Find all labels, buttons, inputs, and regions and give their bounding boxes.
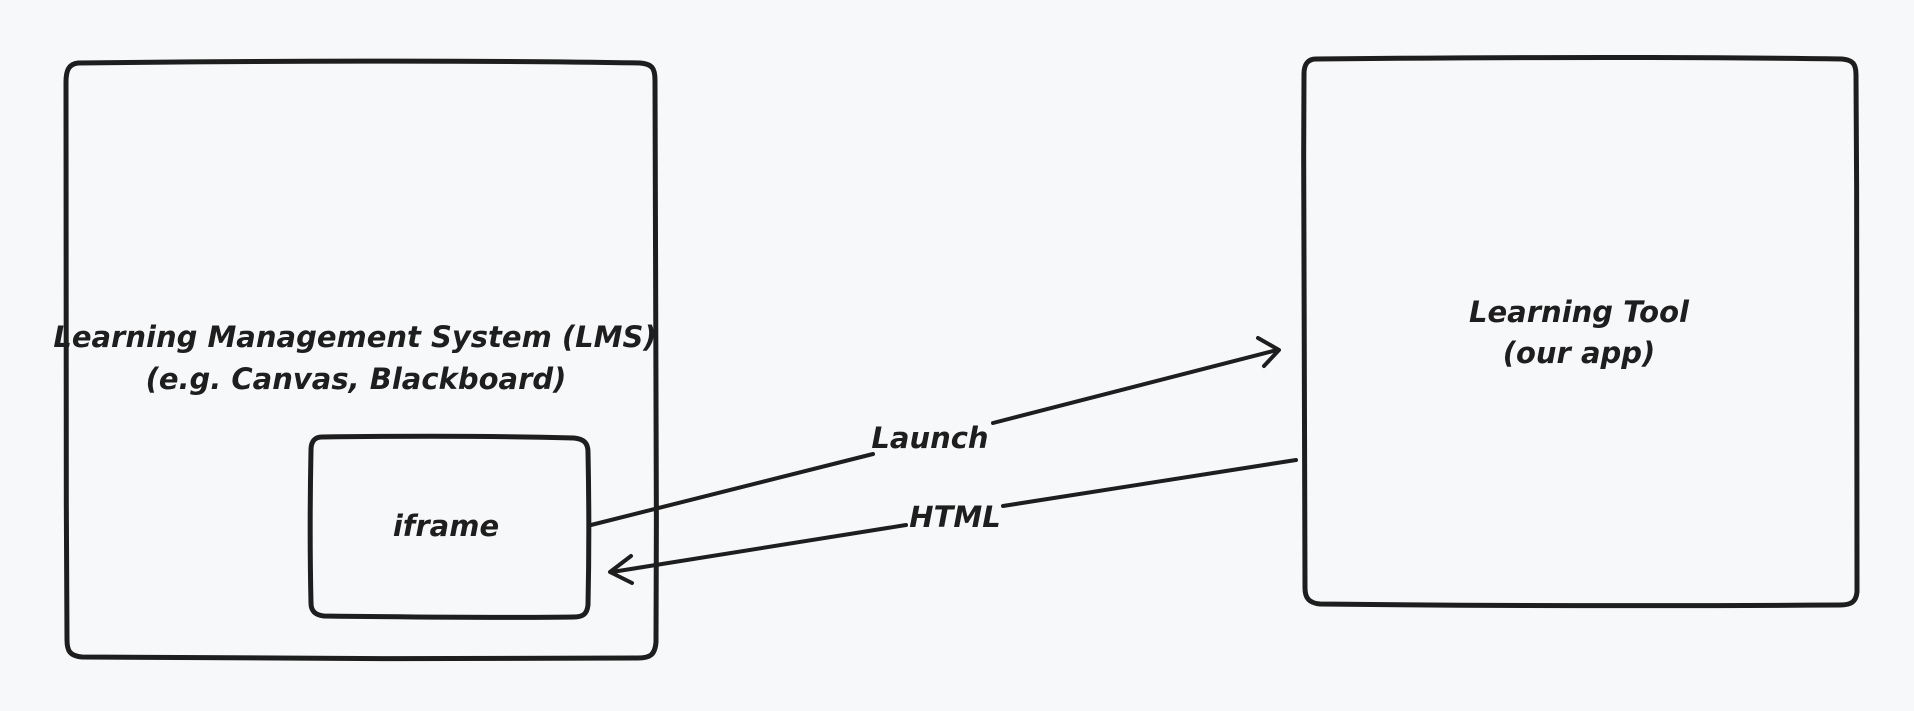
learning-tool-node: Learning Tool (our app) (1301, 55, 1860, 609)
lms-label-line1: Learning Management System (LMS) (53, 320, 656, 354)
learning-tool-box (1301, 55, 1860, 609)
launch-arrow-line-segment-1 (589, 452, 875, 527)
iframe-box (307, 433, 592, 620)
lms-label-line2: (e.g. Canvas, Blackboard) (146, 362, 567, 396)
launch-arrow-label: Launch (871, 421, 988, 455)
html-arrow-line-segment-1 (1001, 458, 1298, 508)
learning-tool-label-line1: Learning Tool (1469, 295, 1690, 329)
lms-node: Learning Management System (LMS) (e.g. C… (53, 58, 659, 662)
launch-arrow: Launch (589, 336, 1281, 527)
html-arrowhead (608, 554, 634, 585)
iframe-label: iframe (393, 509, 499, 543)
launch-arrowhead (1256, 336, 1281, 368)
lms-box (63, 58, 659, 662)
html-arrow-line-segment-2 (610, 523, 908, 574)
html-arrow: HTML (608, 458, 1298, 585)
launch-arrow-line-segment-2 (991, 348, 1279, 425)
html-arrow-label: HTML (909, 500, 1000, 534)
iframe-node: iframe (307, 433, 592, 620)
learning-tool-label-line2: (our app) (1503, 336, 1656, 370)
